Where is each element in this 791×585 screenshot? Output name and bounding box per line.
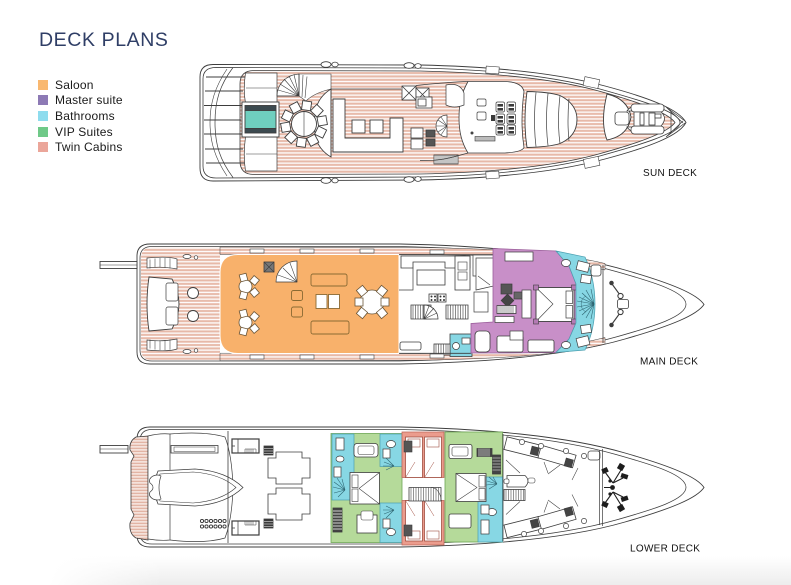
svg-text:SUN DECK: SUN DECK (643, 168, 697, 179)
svg-text:LOWER DECK: LOWER DECK (630, 544, 700, 555)
svg-text:MAIN DECK: MAIN DECK (640, 357, 698, 368)
